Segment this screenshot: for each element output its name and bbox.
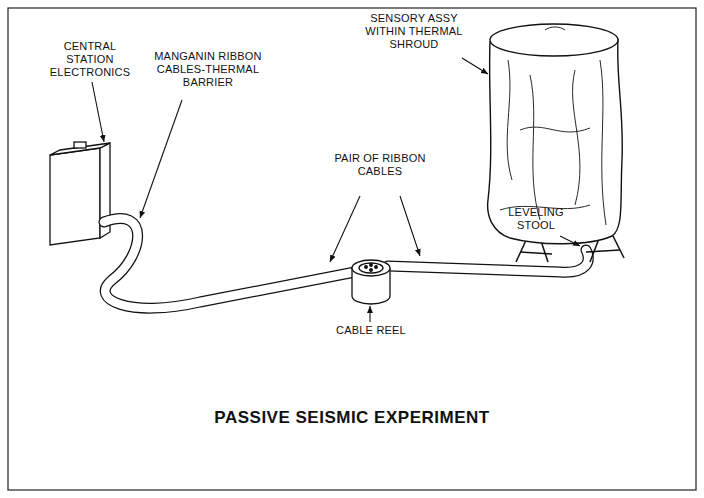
central-station-box (50, 142, 110, 245)
part-label: PAIR OF RIBBON CABLES (332, 152, 428, 178)
part-label: LEVELING STOOL (500, 206, 572, 232)
leader-line (92, 58, 580, 322)
cable-reel (352, 260, 390, 304)
frame (8, 8, 696, 490)
part-label: CENTRAL STATION ELECTRONICS (48, 40, 132, 79)
part-label: MANGANIN RIBBON CABLES-THERMAL BARRIER (148, 50, 268, 89)
diagram-title: PASSIVE SEISMIC EXPERIMENT (40, 408, 664, 428)
part-label: CABLE REEL (336, 324, 406, 337)
thermal-shroud (488, 24, 623, 244)
part-label: SENSORY ASSY WITHIN THERMAL SHROUD (362, 12, 466, 51)
